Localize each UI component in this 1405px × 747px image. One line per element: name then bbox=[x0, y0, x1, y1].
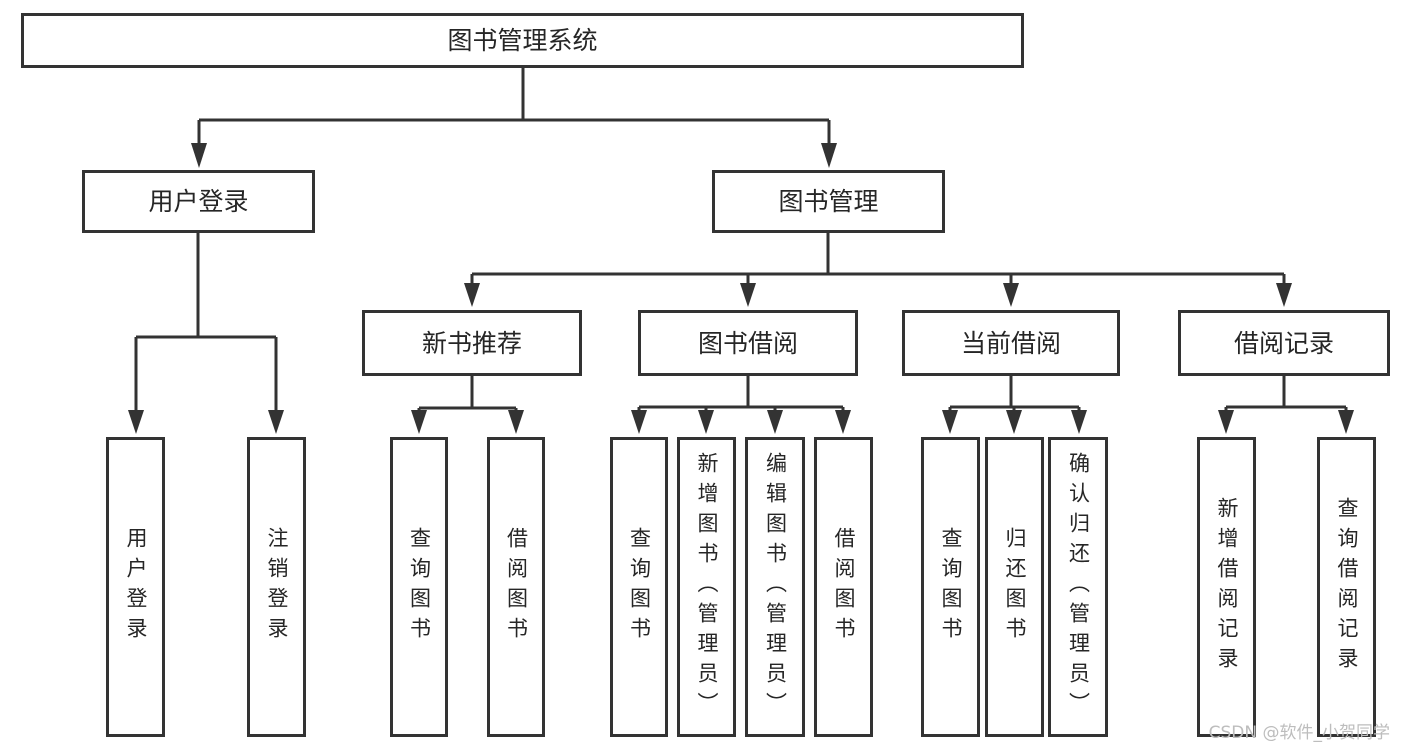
leaf-user-login-label: 用户登录 bbox=[124, 527, 148, 647]
leaf-borrow-books-recommend-label: 借阅图书 bbox=[504, 527, 529, 647]
leaf-borrow-books-borrowing-label: 借阅图书 bbox=[832, 527, 856, 647]
node-new-book-recommendation: 新书推荐 bbox=[362, 310, 582, 376]
leaf-borrow-books-borrowing: 借阅图书 bbox=[814, 437, 873, 737]
leaf-query-books-borrowing-label: 查询图书 bbox=[627, 527, 652, 647]
leaf-query-books-current-label: 查询图书 bbox=[939, 527, 963, 647]
leaf-user-login: 用户登录 bbox=[106, 437, 165, 737]
node-root-system: 图书管理系统 bbox=[21, 13, 1024, 68]
node-current-borrowing: 当前借阅 bbox=[902, 310, 1120, 376]
leaf-query-borrow-record-label: 查询借阅记录 bbox=[1335, 497, 1359, 677]
leaf-add-borrow-record-label: 新增借阅记录 bbox=[1215, 497, 1239, 677]
leaf-query-books-recommend-label: 查询图书 bbox=[407, 527, 432, 647]
leaf-return-books: 归还图书 bbox=[985, 437, 1044, 737]
leaf-query-books-borrowing: 查询图书 bbox=[610, 437, 668, 737]
node-book-borrowing-label: 图书借阅 bbox=[697, 328, 798, 358]
node-book-management: 图书管理 bbox=[712, 170, 945, 233]
node-current-borrowing-label: 当前借阅 bbox=[960, 328, 1061, 358]
leaf-add-book-admin-label: 新增图书（管理员） bbox=[695, 452, 719, 722]
leaf-edit-book-admin: 编辑图书（管理员） bbox=[745, 437, 805, 737]
leaf-edit-book-admin-label: 编辑图书（管理员） bbox=[763, 452, 788, 722]
node-root-system-label: 图书管理系统 bbox=[447, 26, 598, 55]
leaf-logout-login: 注销登录 bbox=[247, 437, 306, 737]
node-user-login-label: 用户登录 bbox=[148, 187, 249, 216]
leaf-query-books-recommend: 查询图书 bbox=[390, 437, 448, 737]
node-new-book-recommendation-label: 新书推荐 bbox=[421, 328, 522, 358]
node-book-borrowing: 图书借阅 bbox=[638, 310, 858, 376]
leaf-return-books-label: 归还图书 bbox=[1003, 527, 1027, 647]
leaf-query-books-current: 查询图书 bbox=[921, 437, 980, 737]
node-user-login: 用户登录 bbox=[82, 170, 315, 233]
leaf-borrow-books-recommend: 借阅图书 bbox=[487, 437, 545, 737]
leaf-add-book-admin: 新增图书（管理员） bbox=[677, 437, 736, 737]
leaf-logout-login-label: 注销登录 bbox=[265, 527, 289, 647]
leaf-add-borrow-record: 新增借阅记录 bbox=[1197, 437, 1256, 737]
node-book-management-label: 图书管理 bbox=[778, 187, 879, 216]
node-borrowing-records: 借阅记录 bbox=[1178, 310, 1390, 376]
arrowheads bbox=[128, 143, 1354, 434]
leaf-confirm-return-admin-label: 确认归还（管理员） bbox=[1066, 452, 1091, 722]
watermark: CSDN @软件_小贺同学 bbox=[1208, 723, 1390, 743]
leaf-query-borrow-record: 查询借阅记录 bbox=[1317, 437, 1376, 737]
leaf-confirm-return-admin: 确认归还（管理员） bbox=[1048, 437, 1108, 737]
node-borrowing-records-label: 借阅记录 bbox=[1233, 328, 1334, 358]
